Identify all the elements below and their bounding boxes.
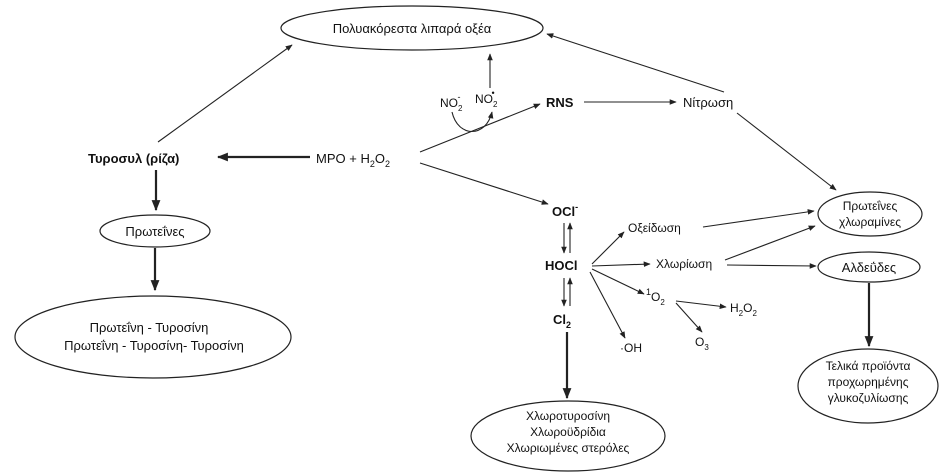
nitrogen-dioxide-label: NO2• (475, 88, 498, 109)
ozone-label: O3 (695, 335, 709, 352)
arrow-oxidation-to-chloramines (702, 209, 815, 228)
nitrite-label: NO2- (440, 92, 463, 113)
protein-dityrosine-label: Πρωτεΐνη - Τυροσίνη- Τυροσίνη (64, 338, 244, 353)
nitration-label: Νίτρωση (683, 95, 733, 110)
mpo-h2o2-label: MPO + H2O2 (316, 151, 390, 169)
age-node (797, 348, 939, 424)
arrow-chlorination-to-chloramines (724, 225, 816, 261)
protein-tyrosine-label: Πρωτεΐνη - Τυροσίνη (90, 320, 209, 335)
singlet-oxygen-label: 1O2 (646, 287, 665, 307)
protein-tyrosine-node (14, 295, 292, 379)
age-label-1: Τελικά προϊόντα (826, 359, 911, 373)
arrow-hocl-to-singlet-oxygen (591, 268, 645, 295)
arrow-hocl-to-hydroxyl (589, 271, 626, 339)
pufa-label: Πολυακόρεστα λιπαρά οξέα (333, 21, 492, 36)
chloramines-node (817, 191, 923, 237)
hypochlorite-label: OCl- (552, 202, 578, 219)
arrow-nitrite-to-no2 (451, 111, 494, 133)
chloramines-label-1: Πρωτεΐνες (843, 199, 898, 213)
age-label-2: προχωρημένης (827, 375, 908, 389)
proteins-label: Πρωτεΐνες (125, 224, 184, 239)
aldehydes-node (817, 251, 921, 283)
oxidation-label: Οξείδωση (628, 221, 681, 235)
hydroxyl-radical-label: ·OH (620, 341, 642, 355)
rns-label: RNS (546, 95, 574, 110)
tyrosyl-radical-label: Τυροσυλ (ρίζα) (88, 151, 179, 166)
proteins-node (99, 214, 211, 248)
pufa-node (280, 5, 544, 51)
arrow-nitration-to-chloramines (736, 112, 837, 191)
arrow-tyrosyl-to-pufa (157, 44, 293, 143)
arrow-nitration-to-pufa (546, 33, 725, 93)
chlorination-label: Χλωρίωση (656, 257, 712, 271)
hocl-label: HOCl (545, 258, 578, 273)
arrow-singlet-oxygen-to-h2o2 (675, 300, 727, 310)
chlorotyrosine-label: Χλωροτυροσίνη (526, 409, 610, 423)
age-label-3: γλυκοζυλίωσης (828, 391, 909, 405)
arrow-mpo-to-rns (419, 103, 541, 153)
chloro-products-node (470, 400, 666, 472)
chlorinated-sterols-label: Χλωριωμένες στερόλες (507, 441, 630, 455)
aldehydes-label: Αλδεΰδες (842, 260, 896, 275)
arrow-hocl-to-chlorination (591, 261, 651, 268)
arrow-singlet-oxygen-to-ozone (675, 302, 703, 333)
arrow-hocl-to-oxidation (591, 231, 625, 265)
chloramines-label-2: χλωραμίνες (839, 215, 901, 229)
arrow-chlorination-to-aldehydes (726, 263, 817, 269)
chlorohydrins-label: Χλωροϋδρίδια (530, 425, 606, 439)
h2o2-product-label: H2O2 (730, 301, 757, 318)
chlorine-label: Cl2 (553, 312, 571, 330)
arrow-mpo-to-ocl (419, 162, 549, 205)
